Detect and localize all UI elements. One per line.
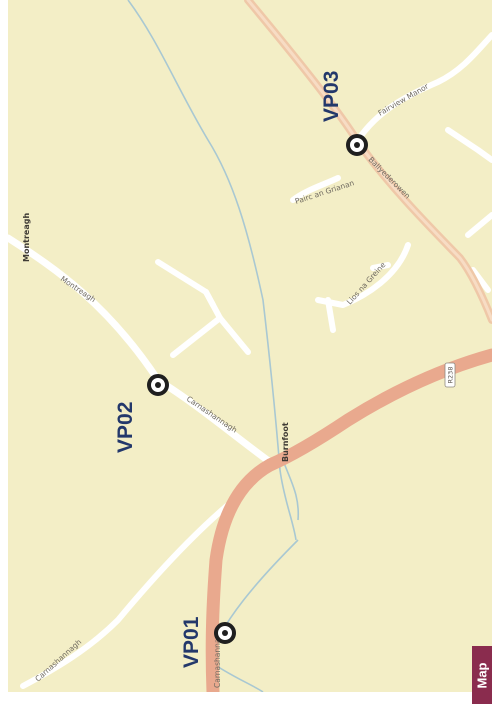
map-tab[interactable]: Map bbox=[472, 646, 492, 704]
pairc-an-grianan-road bbox=[290, 175, 341, 203]
lios-na-greine-spur bbox=[370, 262, 391, 271]
lios-na-greine-road bbox=[315, 242, 411, 308]
place-label-montreagh: Montreagh bbox=[22, 213, 31, 262]
road-label-carnashannagh-vp01: Carnashannagh bbox=[213, 629, 222, 688]
estate-road bbox=[203, 289, 216, 308]
shield-plate bbox=[444, 362, 456, 388]
vp02-label: VP02 bbox=[114, 402, 137, 453]
place-label-burnfoot: Burnfoot bbox=[281, 422, 290, 462]
map-tab-label: Map bbox=[474, 662, 490, 688]
route-shield: R238 bbox=[444, 362, 456, 388]
fairview-manor-road bbox=[355, 32, 492, 143]
montreagh-road bbox=[8, 234, 274, 466]
vp03-marker-dot bbox=[354, 142, 360, 148]
vp01-marker[interactable] bbox=[214, 622, 236, 644]
ne-estate-road bbox=[445, 127, 492, 163]
vp01-marker-dot bbox=[222, 630, 228, 636]
carnashannagh-road-west bbox=[20, 487, 249, 689]
vp03-marker[interactable] bbox=[346, 134, 368, 156]
lios-na-greine-spur bbox=[325, 297, 336, 333]
ballyederowen-road-centre bbox=[246, 0, 492, 322]
river bbox=[127, 0, 297, 541]
land-background bbox=[8, 0, 492, 692]
ne-link-road bbox=[465, 212, 492, 238]
route-shield-label: R238 bbox=[447, 367, 455, 384]
river bbox=[282, 459, 300, 521]
vp01-label: VP01 bbox=[180, 616, 203, 668]
map-canvas[interactable]: R238 Montreagh Carnashannagh Carnashanna… bbox=[8, 0, 492, 692]
vp02-marker-dot bbox=[155, 382, 161, 388]
east-estate-road bbox=[470, 267, 491, 293]
r238-road bbox=[205, 348, 492, 692]
vp02-marker[interactable] bbox=[147, 374, 169, 396]
vp03-label: VP03 bbox=[320, 71, 343, 122]
minor-road-network bbox=[8, 32, 492, 689]
